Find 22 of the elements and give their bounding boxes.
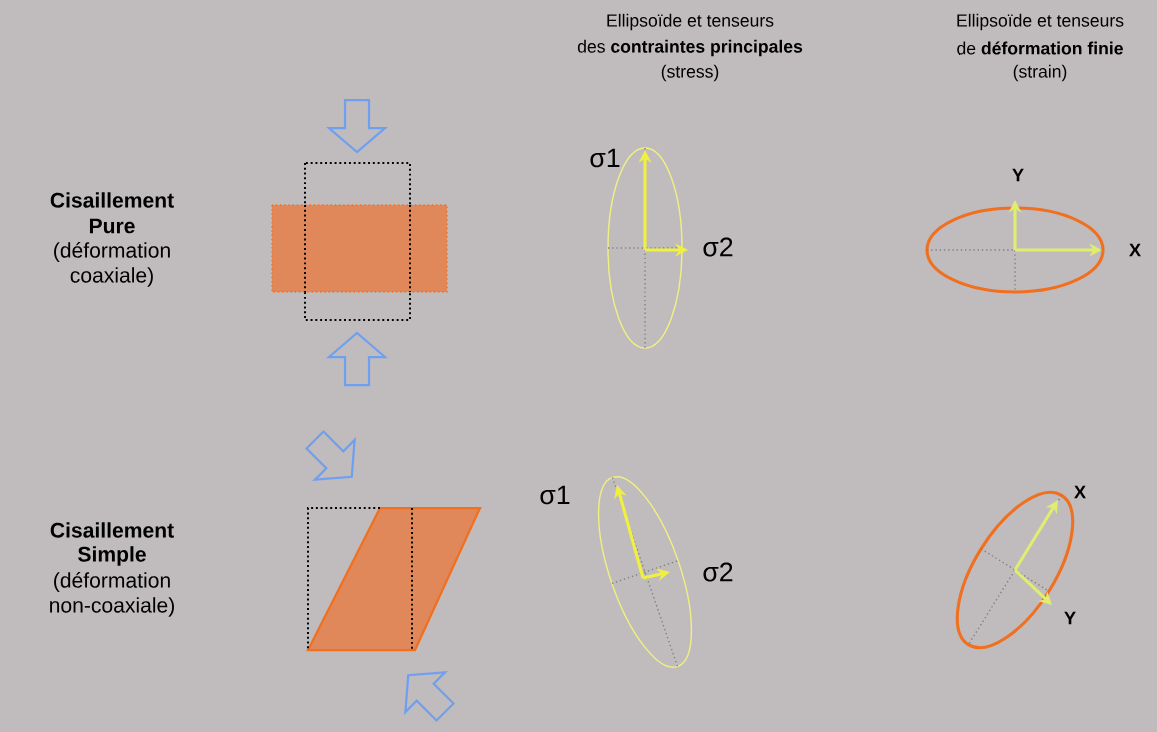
row-title: Cisaillement	[50, 522, 174, 538]
header-text: de déformation finie	[957, 41, 1123, 55]
vector-label: σ1	[590, 148, 620, 168]
axis-label: Y	[1064, 611, 1076, 625]
header-text: (stress)	[661, 64, 719, 82]
row-title: Pure	[89, 218, 135, 234]
axis-label: X	[1074, 485, 1086, 499]
header-text: des contraintes principales	[577, 39, 803, 57]
vector-label: σ2	[703, 237, 733, 257]
header-text: Ellipsoïde et tenseurs	[607, 13, 774, 31]
row-subtitle: (déformation	[54, 572, 170, 592]
row-title: Simple	[78, 546, 146, 566]
row-title: Cisaillement	[50, 192, 174, 208]
vector-label: σ1	[540, 485, 570, 505]
header-text: (strain)	[1013, 64, 1067, 82]
axis-label: Y	[1012, 168, 1024, 182]
vector-label: σ2	[703, 562, 733, 582]
axis-label: X	[1129, 243, 1141, 257]
row-subtitle: non-coaxiale)	[50, 597, 174, 617]
row-subtitle: (déformation	[54, 242, 170, 262]
row-subtitle: coaxiale)	[70, 267, 153, 287]
header-text: Ellipsoïde et tenseurs	[957, 13, 1124, 31]
